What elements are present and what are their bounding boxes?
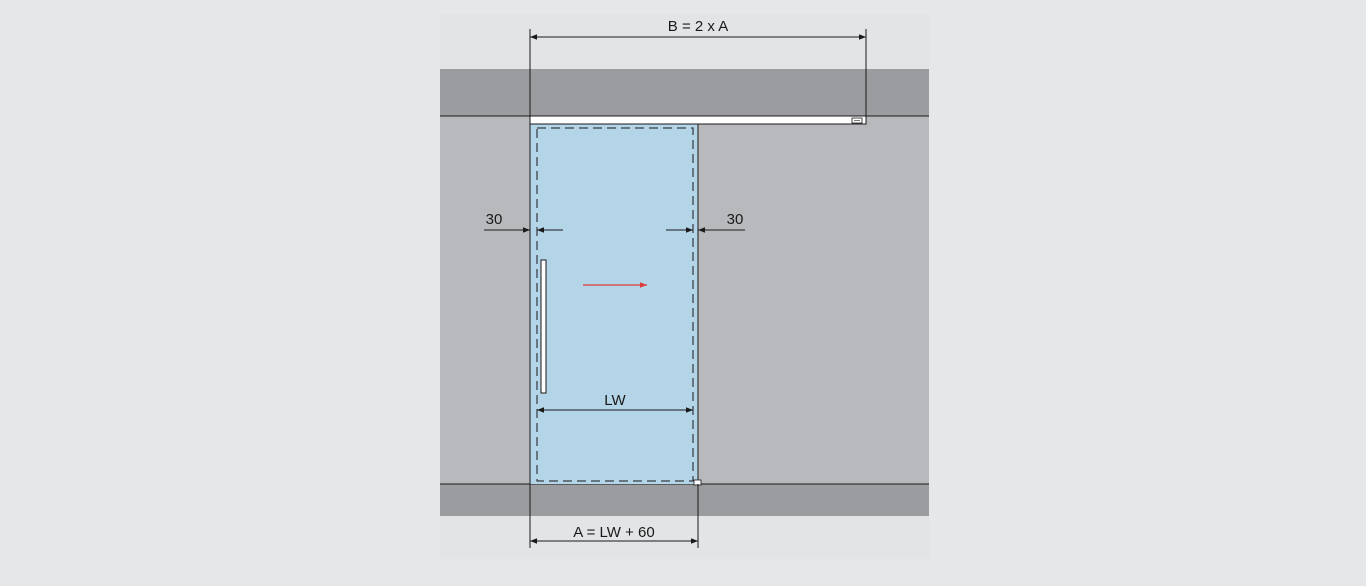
dim-left-label: 30 bbox=[486, 211, 503, 228]
glass-panel bbox=[536, 127, 694, 482]
top-track bbox=[529, 115, 867, 125]
floor-band bbox=[440, 484, 929, 516]
ceiling-band bbox=[440, 69, 929, 116]
dim-lw-label: LW bbox=[604, 392, 626, 409]
door-handle-icon bbox=[540, 259, 547, 394]
dim-right-label: 30 bbox=[727, 211, 744, 228]
dim-b-label: B = 2 x A bbox=[668, 18, 728, 35]
door-opening bbox=[530, 124, 698, 484]
dim-a-label: A = LW + 60 bbox=[573, 524, 654, 541]
